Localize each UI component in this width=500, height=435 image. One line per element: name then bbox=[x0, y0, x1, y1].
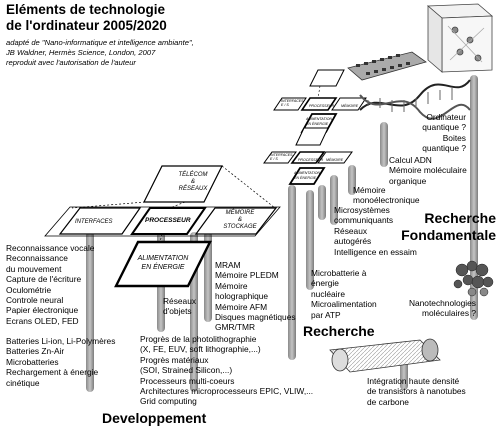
microsystemes-list: Microsystèmes communiquants Réseaux auto… bbox=[334, 205, 417, 257]
interfaces-list: Reconnaissance vocale Reconnaissance du … bbox=[6, 243, 95, 326]
pillars bbox=[86, 75, 478, 392]
section-recherche-fondamentale: Recherche Fondamentale bbox=[401, 210, 496, 243]
small-processeur-label-1: PROCESSEUR bbox=[309, 104, 335, 108]
dna-chip-illustration bbox=[347, 51, 471, 120]
memoire-plane-label: MÉMOIRE&STOCKAGE bbox=[223, 210, 257, 230]
section-developpement: Developpement bbox=[102, 410, 207, 426]
small-memoire-label-2: MÉMOIRE bbox=[326, 158, 344, 162]
monoelectronique-label: Mémoire monoélectronique bbox=[353, 185, 420, 206]
processeur-list: Progrès de la photolithographie (X, FE, … bbox=[140, 334, 314, 407]
telecom-plane-label: TÉLÉCOM&RÉSEAUX bbox=[178, 172, 208, 192]
reseaux-label: Réseaux d'objets bbox=[163, 296, 197, 317]
quantum-box-illustration bbox=[426, 3, 494, 73]
small-processeur-label-2: PROCESSEUR bbox=[298, 158, 324, 162]
section-recherche: Recherche bbox=[303, 323, 375, 339]
small-memoire-label-1: MÉMOIRE bbox=[341, 104, 359, 108]
small-architecture-diagram-2 bbox=[263, 127, 353, 185]
adn-label: Calcul ADN Mémoire moléculaire organique bbox=[389, 155, 467, 186]
batteries-list: Batteries Li-ion, Li-Polymères Batteries… bbox=[6, 336, 116, 388]
processeur-plane-label: PROCESSEUR bbox=[145, 217, 191, 224]
page-subtitle: adapté de "Nano-informatique et intellig… bbox=[6, 38, 194, 67]
nanotech-label: Nanotechnologies moléculaires ? bbox=[408, 298, 476, 319]
page-title: Eléments de technologie de l'ordinateur … bbox=[6, 2, 167, 33]
molecule-illustration bbox=[453, 260, 494, 297]
memoire-list: MRAM Mémoire PLEDM Mémoire holographique… bbox=[215, 260, 296, 333]
interfaces-plane-label: INTERFACES bbox=[75, 219, 113, 225]
quantique-label: Ordinateur quantique ? Boites quantique … bbox=[422, 112, 466, 154]
large-architecture-diagram bbox=[44, 165, 281, 288]
nanotube-illustration bbox=[329, 338, 441, 373]
nanotubes-label: Intégration haute densité de transistors… bbox=[367, 376, 466, 407]
microbatterie-list: Microbatterie à énergie nucléaire Microa… bbox=[311, 268, 377, 320]
